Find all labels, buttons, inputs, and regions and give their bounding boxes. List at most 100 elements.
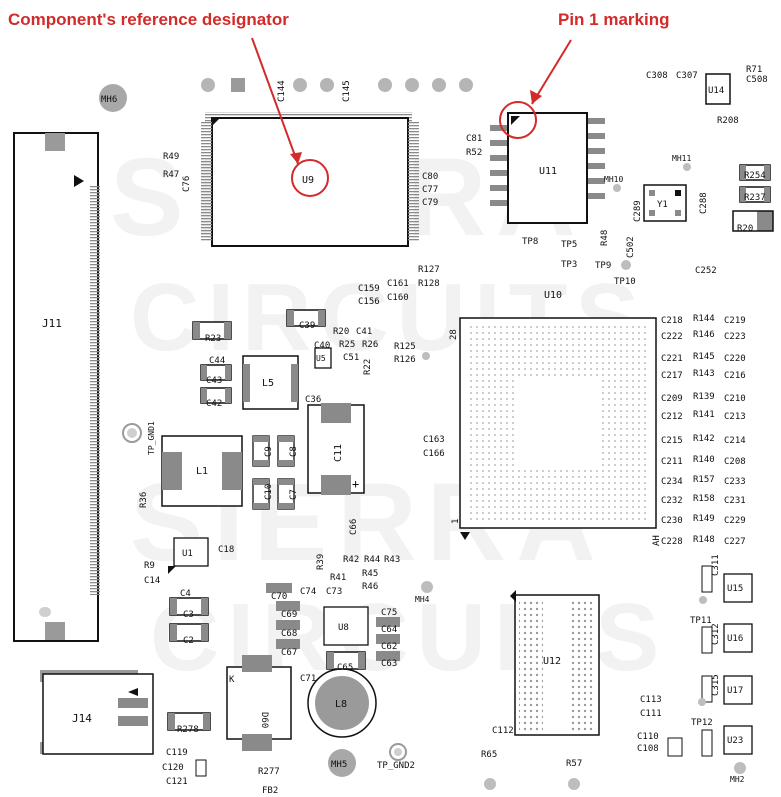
- silk-label-r20b: R20: [333, 327, 350, 337]
- silk-label-r149: R149: [693, 514, 715, 524]
- connector-j11: [13, 132, 100, 642]
- silk-label-r47: R47: [163, 170, 180, 180]
- resistor-r278: [167, 712, 211, 731]
- silk-label-c43: C43: [206, 376, 223, 386]
- u5-label: U5: [316, 354, 326, 363]
- u10-label: U10: [544, 290, 562, 301]
- silk-label-r148: R148: [693, 535, 715, 545]
- silk-label-c166: C166: [423, 449, 445, 459]
- silk-label-c508: C508: [746, 75, 768, 85]
- chip-u5: U5: [314, 347, 332, 369]
- silk-label-c144: C144: [277, 80, 287, 102]
- silk-label-c161: C161: [387, 279, 409, 289]
- silk-label-tp11: TP11: [690, 616, 712, 626]
- silk-label-c119: C119: [166, 748, 188, 758]
- pin1-callout-text: Pin 1 marking: [558, 10, 670, 29]
- silk-label-c14: C14: [144, 576, 161, 586]
- silk-label-r254: R254: [744, 171, 766, 181]
- u15-label: U15: [727, 584, 743, 594]
- u11-label: U11: [539, 166, 557, 177]
- mh10-label: MH10: [604, 175, 623, 184]
- pin1-arrowhead: [530, 90, 542, 104]
- silk-label-tp3: TP3: [561, 260, 578, 270]
- j14-label: J14: [72, 712, 92, 725]
- silk-label-c51: C51: [343, 353, 360, 363]
- silk-label-c215: C215: [661, 436, 683, 446]
- silk-label-c77: C77: [422, 185, 439, 195]
- silk-label-c3: C3: [183, 610, 194, 620]
- silk-label-tp12: TP12: [691, 718, 713, 728]
- silk-label-tp8: TP8: [522, 237, 539, 247]
- silk-label-r39: R39: [316, 553, 326, 570]
- silk-label-c120: C120: [162, 763, 184, 773]
- silk-label-r20: R20: [737, 224, 754, 234]
- silk-label-c63: C63: [381, 659, 398, 669]
- silk-label-r36: R36: [139, 491, 149, 508]
- silk-label-c2: C2: [183, 636, 194, 646]
- silk-label-c231: C231: [724, 496, 746, 506]
- silk-label-c42: C42: [206, 399, 223, 409]
- pin1-highlight-circle: [499, 101, 537, 139]
- silk-label-c288: C288: [699, 192, 709, 214]
- silk-label-c210: C210: [724, 394, 746, 404]
- silk-label-c221: C221: [661, 354, 683, 364]
- silk-label-c113: C113: [640, 695, 662, 705]
- designator-leader-line: [251, 37, 299, 165]
- silk-label-c228: C228: [661, 537, 683, 547]
- silk-label-c222: C222: [661, 332, 683, 342]
- resistors-top-right: [732, 164, 774, 232]
- silk-label-c211: C211: [661, 457, 683, 467]
- silk-label-c219: C219: [724, 316, 746, 326]
- designator-arrowhead: [290, 152, 302, 164]
- regulators-right: U15 U16 U17 U23 MH2: [698, 565, 753, 784]
- silk-label-c214: C214: [724, 436, 746, 446]
- mh11-pad: [683, 163, 691, 171]
- l8-label: L8: [335, 699, 347, 710]
- silk-label-r277: R277: [258, 767, 280, 777]
- l5-label: L5: [262, 378, 274, 389]
- passives-mid-left: [192, 309, 326, 404]
- chip-u10-bga: [422, 317, 657, 540]
- u8-label: U8: [338, 623, 349, 633]
- silk-label-c121: C121: [166, 777, 188, 787]
- silk-label-c39: C39: [299, 321, 316, 331]
- u16-label: U16: [727, 634, 743, 644]
- d60-k-mark: K: [229, 675, 235, 685]
- silk-label-c9: C9: [264, 446, 274, 457]
- mh4-label: MH4: [415, 595, 430, 604]
- chip-u12-bga: U12: [510, 590, 600, 736]
- silk-label-r41: R41: [330, 573, 347, 583]
- silk-label-c40: C40: [314, 341, 331, 351]
- silk-label-c65: C65: [337, 663, 354, 673]
- silk-label-r25: R25: [339, 340, 356, 350]
- silk-label-r139: R139: [693, 392, 715, 402]
- u23-label: U23: [727, 736, 743, 746]
- silk-label-r143: R143: [693, 369, 715, 379]
- chip-u9: U9: [201, 112, 419, 247]
- inductor-l8: L8: [307, 668, 377, 738]
- silk-label-r237: R237: [744, 193, 766, 203]
- silk-label-c36: C36: [305, 395, 322, 405]
- silk-label-c227: C227: [724, 537, 746, 547]
- silk-label-r71: R71: [746, 65, 763, 75]
- silk-label-c18: C18: [218, 545, 235, 555]
- silk-label-c156: C156: [358, 297, 380, 307]
- mh10-pad: [613, 184, 621, 192]
- mh6-label: MH6: [101, 95, 117, 105]
- capacitor-c11: C11 +: [307, 403, 365, 495]
- silk-label-r26: R26: [362, 340, 379, 350]
- d60-label: D60: [259, 712, 269, 728]
- mh11-label: MH11: [672, 154, 691, 163]
- small-caps-center: [266, 583, 400, 661]
- silk-label-c70: C70: [271, 592, 288, 602]
- silk-label-c80: C80: [422, 172, 439, 182]
- silk-label-r57: R57: [566, 759, 583, 769]
- callout-graphics: [251, 37, 572, 197]
- silk-label-r49: R49: [163, 152, 180, 162]
- designator-highlight-circle: [291, 159, 329, 197]
- silk-label-c213: C213: [724, 412, 746, 422]
- silk-label-r157: R157: [693, 475, 715, 485]
- tp-gnd1-label: TP_GND1: [147, 421, 156, 455]
- c11-plus: +: [352, 477, 359, 491]
- silk-label-c163: C163: [423, 435, 445, 445]
